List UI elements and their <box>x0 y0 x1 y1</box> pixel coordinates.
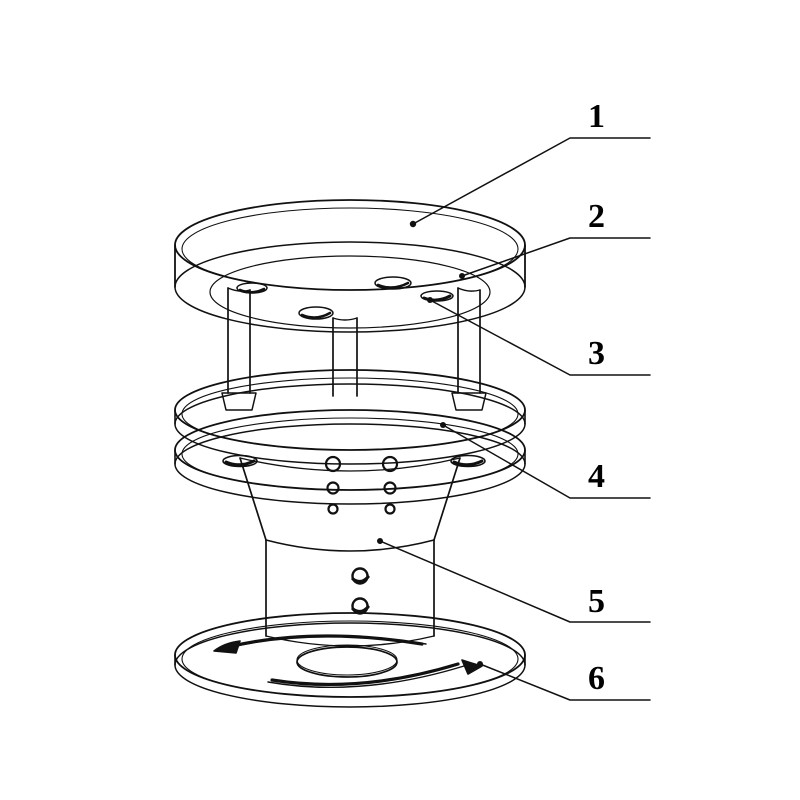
lower-ring-plate <box>174 409 526 505</box>
cone-vent-holes <box>324 455 399 515</box>
cylinder-port-holes <box>351 567 370 615</box>
base-plate <box>174 612 526 708</box>
support-posts <box>221 287 487 411</box>
conical-body <box>239 457 461 552</box>
upper-ring-plate <box>174 369 526 465</box>
callout-label-3: 3 <box>588 335 605 372</box>
underside-mounting-slots <box>236 276 454 320</box>
ring-plate-slots <box>222 454 486 468</box>
top-cover-disc <box>174 199 526 333</box>
leader-lines <box>377 137 651 701</box>
cylinder-body <box>265 539 435 647</box>
callout-label-5: 5 <box>588 583 605 620</box>
callout-label-1: 1 <box>588 98 605 135</box>
callout-label-4: 4 <box>588 458 605 495</box>
callout-label-2: 2 <box>588 198 605 235</box>
callout-label-6: 6 <box>588 660 605 697</box>
